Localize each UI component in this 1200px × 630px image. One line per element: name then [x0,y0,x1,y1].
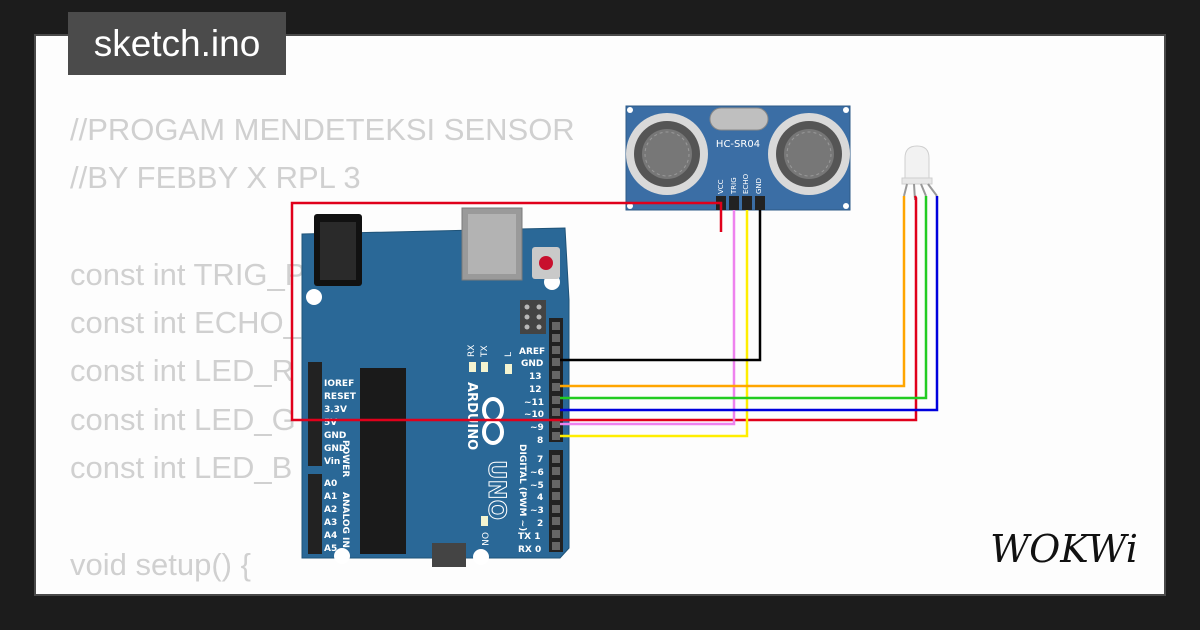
pin-label-gnd2: GND [324,444,346,454]
pin-label-9: ~9 [530,423,544,433]
code-line: void setup() { [70,546,251,582]
pin-label-a1: A1 [324,492,337,502]
hc-sr04-sensor[interactable]: HC-SR04 VCC TRIG ECHO GND [625,105,851,211]
analog-header[interactable] [308,474,322,554]
pin-label-gnd: GND [521,359,543,369]
file-tab[interactable]: sketch.ino [68,12,286,75]
mounting-hole [473,549,489,565]
transducer-right [768,113,850,195]
digital-header-low[interactable] [549,450,563,552]
pin-label-ioref: IOREF [324,379,354,389]
led-label-tx: TX [480,345,490,358]
wire-led-blue [560,196,939,412]
sensor-name: HC-SR04 [716,139,760,150]
svg-text:WOKWi: WOKWi [990,527,1138,571]
preview-card: //PROGAM MENDETEKSI SENSOR //BY FEBBY X R… [34,34,1166,596]
power-title: POWER [340,440,350,477]
wire-gnd [560,210,762,362]
pin-label-3v3: 3.3V [324,405,347,415]
pin-label-6: ~6 [530,468,544,478]
sensor-pin-echo: ECHO [742,173,750,194]
pin-label-8: 8 [537,436,543,446]
icsp-header [520,300,546,334]
rgb-led[interactable] [901,145,938,201]
arduino-uno-board[interactable]: AREF GND 13 12 ~11 ~10 ~9 8 7 ~6 ~5 4 ~3… [301,207,570,567]
sensor-pin-vcc: VCC [717,179,725,194]
pin-label-5: ~5 [530,481,544,491]
wire-led-green [560,196,928,400]
pin-label-rx: RX 0 [518,545,541,555]
crystal [709,107,769,131]
led-label-l: L [504,352,514,357]
pin-label-13: 13 [529,372,542,382]
led-label-rx: RX [467,345,477,357]
pin-label-a2: A2 [324,505,337,515]
pin-label-reset: RESET [324,392,357,402]
pin-label-vin: Vin [324,457,340,467]
code-line: //PROGAM MENDETEKSI SENSOR [70,112,575,147]
on-label: ON [479,532,489,546]
pin-label-a4: A4 [324,531,337,541]
pin-label-aref: AREF [519,347,545,357]
pin-label-10: ~10 [524,410,544,420]
pin-label-3: ~3 [530,506,544,516]
code-preview: //PROGAM MENDETEKSI SENSOR //BY FEBBY X R… [70,106,575,594]
wires [290,195,939,438]
wire-vcc [290,195,918,422]
atmega-chip [360,368,406,554]
code-line: //BY FEBBY X RPL 3 [70,160,361,196]
icsp2-header [432,543,466,567]
digital-title: DIGITAL (PWM ~) [517,444,527,531]
transducer-left [626,113,708,195]
pin-label-7: 7 [537,455,543,465]
sensor-pin-gnd: GND [755,178,763,194]
pin-label-gnd1: GND [324,431,346,441]
mounting-hole [334,548,350,564]
model-label: UNO [483,460,511,520]
pin-label-a3: A3 [324,518,337,528]
sensor-pin-trig: TRIG [730,177,738,195]
pin-label-tx: TX 1 [518,532,540,542]
pin-label-a0: A0 [324,479,337,489]
pin-label-11: ~11 [524,398,544,408]
pin-label-4: 4 [537,493,543,503]
wire-led-red [560,196,906,388]
pin-label-a5: A5 [324,544,337,554]
pin-label-5v: 5V [324,418,337,428]
pin-label-12: 12 [529,385,542,395]
analog-title: ANALOG IN [340,492,350,548]
brand-label: ARDUINO [464,382,479,450]
mounting-hole [306,289,322,305]
wire-trig [560,210,736,426]
pin-label-2: 2 [537,519,543,529]
power-header[interactable] [308,362,322,466]
wire-echo [560,210,749,438]
wokwi-logo: WOKWi [990,527,1138,571]
